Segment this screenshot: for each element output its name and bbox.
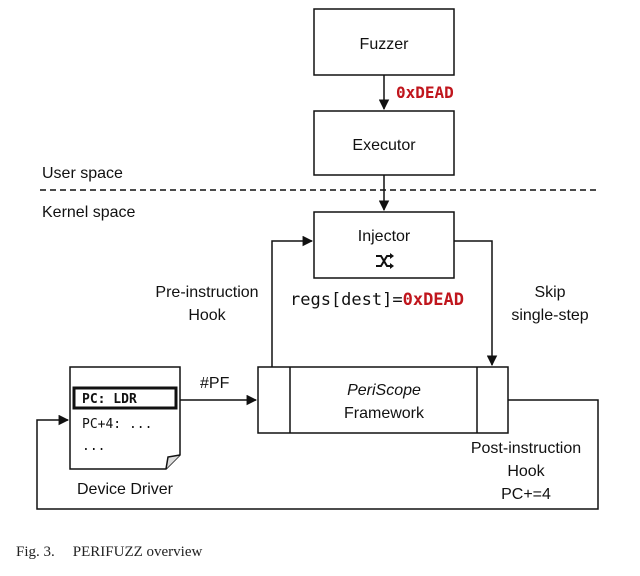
executor-box: Executor	[313, 110, 455, 176]
injector-box: Injector	[313, 211, 455, 279]
pre-hook-arrow	[271, 235, 314, 367]
value-arrow-label: 0xDEAD	[396, 83, 454, 102]
figure-number: Fig. 3.	[16, 544, 55, 560]
post-hook-label-3: PC+=4	[501, 486, 551, 503]
page-fault-label: #PF	[200, 375, 230, 392]
injector-label: Injector	[358, 228, 411, 245]
driver-line-3: ...	[82, 439, 105, 454]
device-driver-caption: Device Driver	[77, 481, 174, 498]
post-hook-label-1: Post-instruction	[471, 440, 581, 457]
framework-name-label: PeriScope	[347, 382, 421, 399]
figure-caption: Fig. 3. PERIFUZZ overview	[16, 544, 202, 560]
fuzzer-label: Fuzzer	[360, 36, 410, 53]
highlighted-instruction	[72, 386, 178, 410]
skip-label-2: single-step	[511, 307, 588, 324]
executor-label: Executor	[352, 137, 416, 154]
kernel-space-label: Kernel space	[42, 204, 135, 221]
fuzzer-box: Fuzzer	[313, 8, 455, 76]
regs-prefix: regs[dest]=	[290, 290, 403, 310]
regs-value: 0xDEAD	[403, 290, 464, 310]
shuffle-icon	[376, 253, 394, 269]
figure-title: PERIFUZZ overview	[73, 544, 203, 560]
post-hook-label-2: Hook	[507, 463, 545, 480]
driver-line-2: PC+4: ...	[82, 417, 152, 432]
user-space-label: User space	[42, 165, 123, 182]
periscope-framework-box: PeriScope Framework	[257, 366, 509, 434]
pre-hook-label-2: Hook	[188, 307, 226, 324]
post-hook-arrow	[36, 399, 599, 510]
skip-single-step-arrow	[454, 240, 498, 367]
pre-hook-label-1: Pre-instruction	[155, 284, 258, 301]
framework-label: Framework	[344, 405, 425, 422]
regs-assignment: regs[dest]=0xDEAD	[290, 290, 464, 310]
driver-line-1: PC: LDR	[82, 392, 137, 407]
device-driver-document: PC: LDR PC+4: ... ...	[69, 366, 181, 470]
skip-label-1: Skip	[534, 284, 565, 301]
